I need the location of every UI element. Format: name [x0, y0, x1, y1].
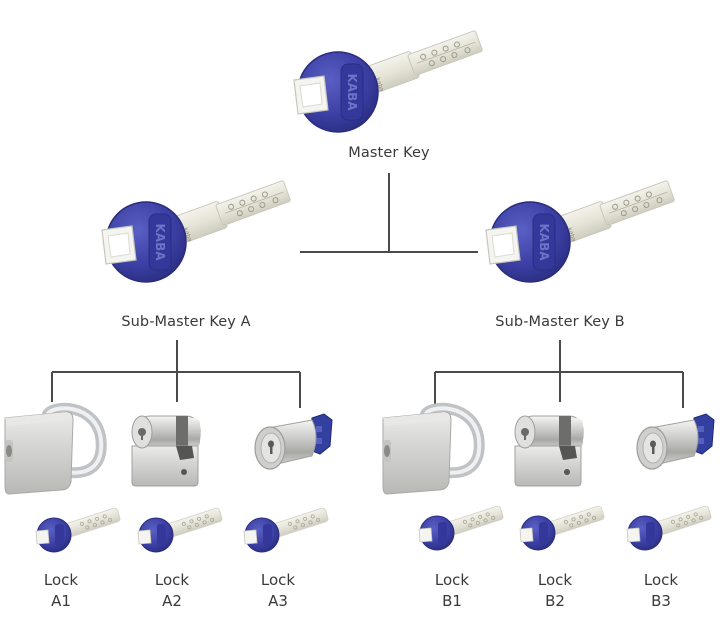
- lock-a3-key-icon: [243, 506, 330, 553]
- lock-a1-label-line1: Lock: [43, 571, 79, 589]
- submaster-key-a-label: Sub-Master Key A: [121, 314, 251, 330]
- cam-lock-b3-icon: [636, 413, 715, 470]
- cam-lock-a3-icon: [254, 413, 333, 470]
- submaster-key-a-icon: [101, 176, 293, 283]
- padlock-a1-icon: [5, 408, 101, 494]
- lock-a3-label: Lock A3: [248, 570, 308, 612]
- lock-a1-label-line2: A1: [51, 592, 71, 610]
- master-key-label: Master Key: [348, 145, 430, 161]
- lock-a2-label-line1: Lock: [154, 571, 190, 589]
- lock-b1-key-icon: [418, 504, 505, 551]
- lock-a2-key-icon: [137, 506, 224, 553]
- lock-b3-key-icon: [626, 504, 713, 551]
- lock-a3-label-line1: Lock: [260, 571, 296, 589]
- submaster-key-b-label: Sub-Master Key B: [495, 314, 625, 330]
- lock-b2-key-icon: [519, 504, 606, 551]
- lock-a2-label: Lock A2: [142, 570, 202, 612]
- lock-b3-label-line2: B3: [651, 592, 671, 610]
- half-cylinder-b2-icon: [514, 415, 584, 487]
- lock-b3-label-line1: Lock: [643, 571, 679, 589]
- lock-b1-label: Lock B1: [422, 570, 482, 612]
- lock-a2-label-line2: A2: [162, 592, 182, 610]
- lock-b2-label-line2: B2: [545, 592, 565, 610]
- lock-b2-label-line1: Lock: [537, 571, 573, 589]
- lock-b2-label: Lock B2: [525, 570, 585, 612]
- master-key-icon: [293, 26, 485, 133]
- submaster-key-b-icon: [485, 176, 677, 283]
- lock-a1-label: Lock A1: [31, 570, 91, 612]
- lock-b1-label-line1: Lock: [434, 571, 470, 589]
- lock-a1-key-icon: [35, 506, 122, 553]
- half-cylinder-a2-icon: [131, 415, 201, 487]
- lock-b1-label-line2: B1: [442, 592, 462, 610]
- lock-a3-label-line2: A3: [268, 592, 288, 610]
- lock-b3-label: Lock B3: [631, 570, 691, 612]
- connector-lines: [51, 173, 684, 408]
- padlock-b1-icon: [383, 408, 479, 494]
